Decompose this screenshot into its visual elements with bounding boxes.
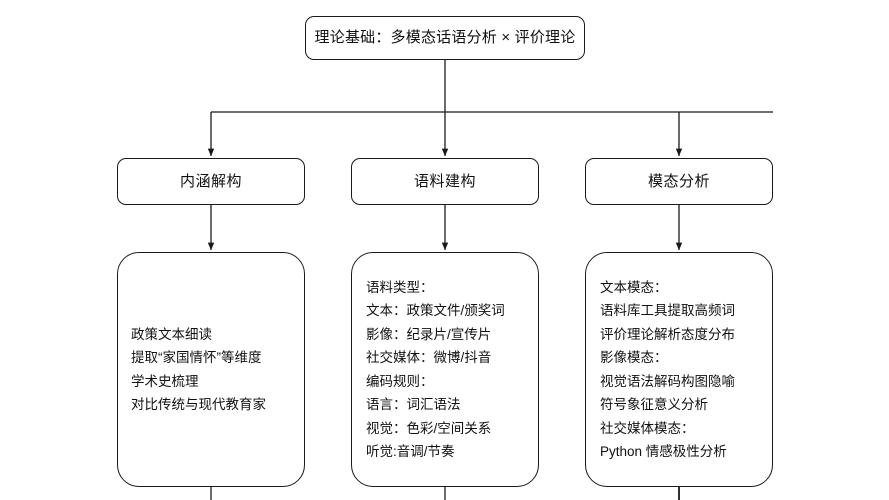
node-stage-corpus[interactable]: 语料建构 [351,158,539,205]
detail-line: 编码规则： [366,373,434,389]
node-stage-modality[interactable]: 模态分析 [585,158,773,205]
detail-line: 影像：纪录片/宣传片 [366,326,492,342]
detail-line: 语料类型： [366,279,434,295]
detail-line: 文本：政策文件/颁奖词 [366,303,505,318]
detail-line: 文本模态： [600,279,668,295]
detail-line: 语言：词汇语法 [366,397,461,412]
node-theory-foundation[interactable]: 理论基础：多模态话语分析 × 评价理论 [305,16,585,60]
node-stage-corpus-label: 语料建构 [413,172,476,190]
detail-line: 政策文本细读 [131,326,212,342]
detail-line: 视觉语法解码构图隐喻 [600,373,735,389]
node-theory-foundation-label: 理论基础：多模态话语分析 × 评价理论 [314,29,576,46]
detail-connotation-lines: 政策文本细读 提取“家国情怀”等维度 学术史梳理 对比传统与现代教育家 [118,323,304,417]
detail-line: Python 情感极性分析 [600,444,727,459]
node-stage-modality-label: 模态分析 [647,172,710,190]
detail-line: 听觉:音调/节奏 [366,444,455,459]
detail-line: 影像模态： [600,350,668,365]
node-detail-modality[interactable]: 文本模态： 语料库工具提取高频词 评价理论解析态度分布 影像模态： 视觉语法解码… [585,252,773,487]
detail-line: 社交媒体：微博/抖音 [366,350,492,365]
detail-corpus-lines: 语料类型： 文本：政策文件/颁奖词 影像：纪录片/宣传片 社交媒体：微博/抖音 … [352,276,538,464]
detail-modality-lines: 文本模态： 语料库工具提取高频词 评价理论解析态度分布 影像模态： 视觉语法解码… [586,276,772,464]
node-detail-connotation[interactable]: 政策文本细读 提取“家国情怀”等维度 学术史梳理 对比传统与现代教育家 [117,252,305,487]
detail-line: 符号象征意义分析 [600,397,708,412]
detail-line: 社交媒体模态： [600,420,695,436]
node-detail-corpus[interactable]: 语料类型： 文本：政策文件/颁奖词 影像：纪录片/宣传片 社交媒体：微博/抖音 … [351,252,539,487]
detail-line: 对比传统与现代教育家 [131,397,266,412]
node-stage-connotation[interactable]: 内涵解构 [117,158,305,205]
detail-line: 学术史梳理 [131,373,199,389]
detail-line: 评价理论解析态度分布 [600,326,735,342]
detail-line: 视觉：色彩/空间关系 [366,420,492,436]
detail-line: 提取“家国情怀”等维度 [131,350,262,365]
detail-line: 语料库工具提取高频词 [600,303,735,318]
node-stage-connotation-label: 内涵解构 [179,172,242,190]
